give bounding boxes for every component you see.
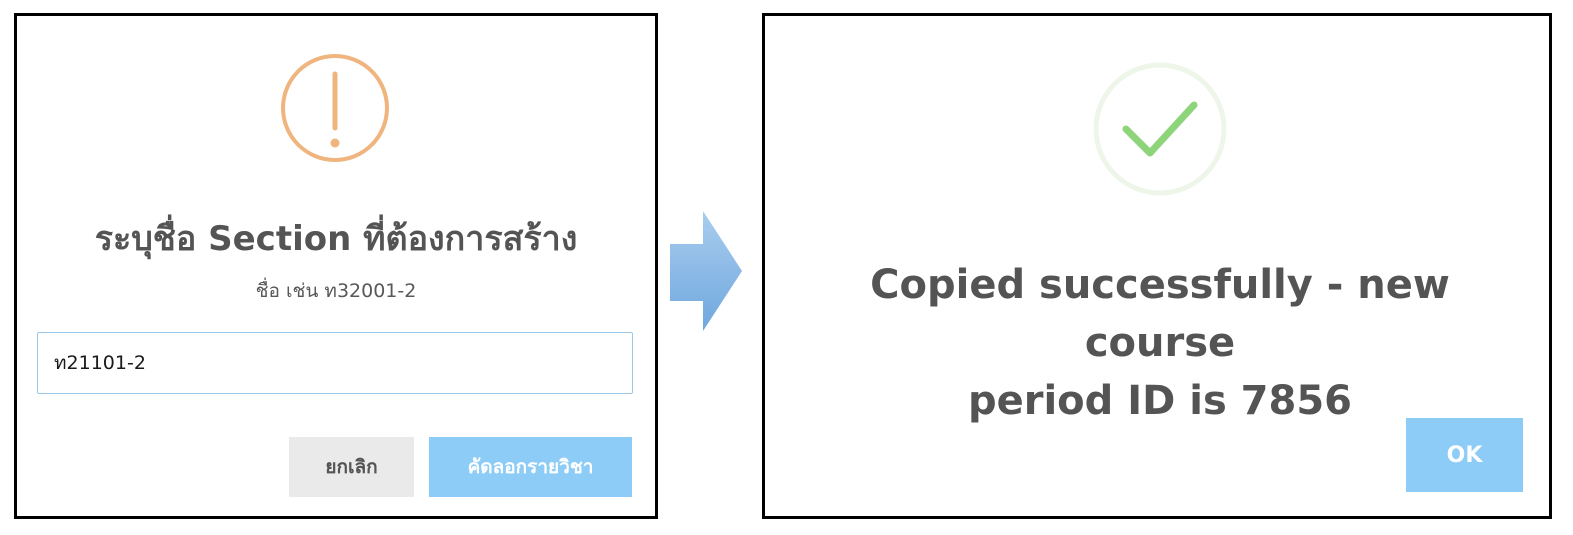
section-name-dialog: ระบุชื่อ Section ที่ต้องการสร้าง ชื่อ เช… xyxy=(14,13,658,519)
right-arrow-icon xyxy=(670,211,742,331)
checkmark-circle-icon xyxy=(1093,62,1227,196)
success-message: Copied successfully - new course period … xyxy=(795,256,1525,430)
success-message-line2: period ID is 7856 xyxy=(967,378,1353,424)
ok-button[interactable]: OK xyxy=(1406,418,1523,492)
copy-success-dialog: Copied successfully - new course period … xyxy=(762,13,1552,519)
dialog-title: ระบุชื่อ Section ที่ต้องการสร้าง xyxy=(94,219,578,259)
section-name-input[interactable] xyxy=(37,332,633,394)
copy-course-button[interactable]: คัดลอกรายวิชา xyxy=(429,437,632,497)
cancel-button[interactable]: ยกเลิก xyxy=(289,437,414,497)
success-message-line1: Copied successfully - new course xyxy=(870,262,1450,366)
dialog-hint: ชื่อ เช่น ท32001-2 xyxy=(255,280,417,302)
exclamation-circle-icon xyxy=(281,54,389,162)
